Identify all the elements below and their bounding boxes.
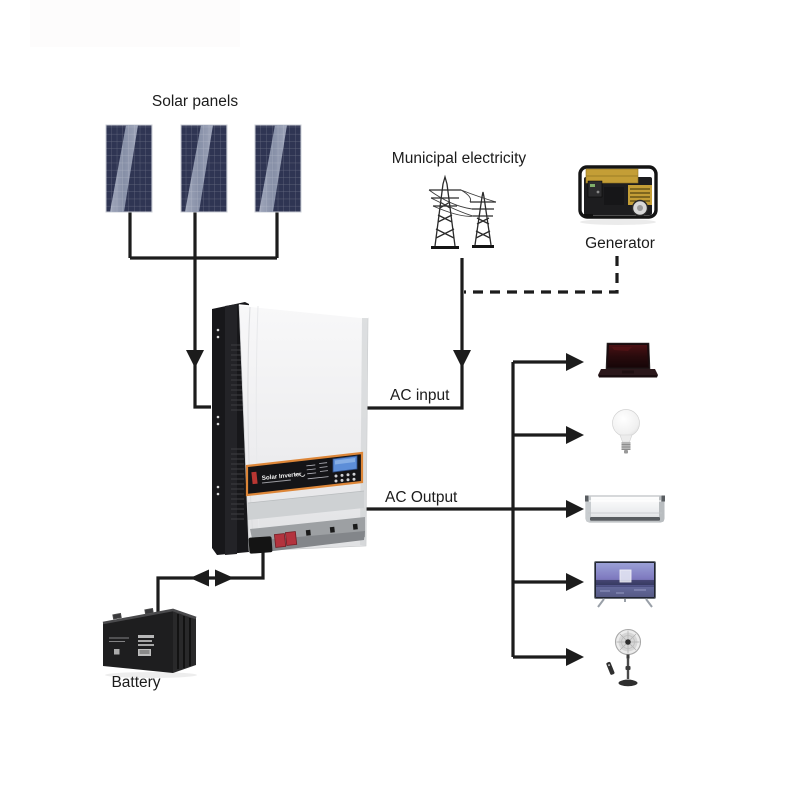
fan-remote [606, 661, 615, 675]
solar-panel-icon [105, 124, 302, 213]
battery-arrowhead-left [190, 569, 209, 587]
solar-inverter-icon: Solar Inverter [212, 302, 369, 555]
solar-panels-label: Solar panels [151, 93, 239, 110]
load-distribution-wire [511, 360, 566, 659]
bulb-arrowhead [566, 426, 584, 444]
fan-arrowhead [566, 648, 584, 666]
inverter-brand-text: Solar Inverter [261, 471, 302, 482]
television-icon [594, 561, 656, 608]
municipal-electricity-label: Municipal electricity [391, 150, 527, 167]
inverter-body [238, 304, 369, 553]
battery-icon [102, 608, 197, 678]
solar-panel-3 [254, 124, 302, 213]
tv-arrowhead [566, 573, 584, 591]
battery-arrowhead-right [215, 569, 234, 587]
solar-arrowhead [186, 350, 204, 368]
watermark-block [30, 0, 240, 47]
municipal-to-inverter-wire [366, 258, 464, 410]
battery-wire [156, 550, 265, 612]
solar-panel-1 [105, 124, 153, 213]
inverter-buttons [334, 472, 356, 483]
laptop-arrowhead [566, 353, 584, 371]
ac-input-label: AC input [390, 387, 450, 404]
pedestal-fan-icon [606, 628, 642, 687]
generator-icon [578, 165, 658, 225]
ac-output-label: AC Output [385, 489, 458, 506]
mounting-bracket [212, 302, 249, 555]
inverter-terminals [248, 523, 358, 554]
inverter-control-panel: Solar Inverter [245, 451, 364, 497]
generator-label: Generator [585, 235, 655, 252]
generator-dashed-wire [464, 256, 619, 294]
air-conditioner-icon [585, 495, 665, 523]
municipal-arrowhead [453, 350, 471, 368]
battery-label: Battery [111, 674, 161, 691]
transmission-tower-icon [428, 174, 497, 249]
solar-panel-2 [180, 124, 228, 213]
laptop-icon [598, 342, 658, 378]
solar-array-bus-wire [128, 212, 279, 409]
light-bulb-icon [612, 409, 640, 454]
ac-arrowhead [566, 500, 584, 518]
